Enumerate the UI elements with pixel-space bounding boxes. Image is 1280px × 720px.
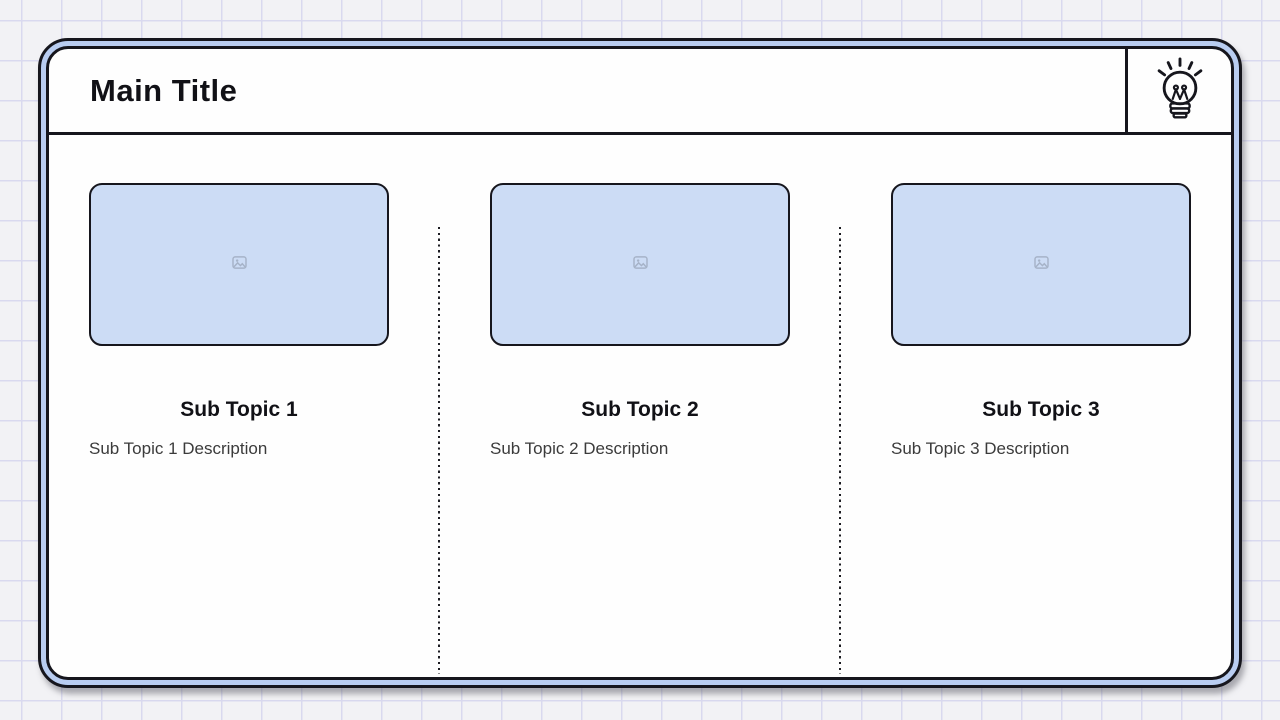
main-title: Main Title	[90, 72, 238, 108]
sub-topic-title: Sub Topic 3	[982, 398, 1100, 421]
slide-body: Sub Topic 1 Sub Topic 1 Description Sub …	[49, 135, 1231, 677]
column-sub-topic-2: Sub Topic 2 Sub Topic 2 Description	[490, 183, 790, 677]
header-icon-box	[1125, 49, 1231, 132]
image-icon	[231, 255, 247, 274]
image-icon	[632, 255, 648, 274]
sub-topic-title: Sub Topic 1	[180, 398, 298, 421]
image-placeholder-1[interactable]	[89, 183, 389, 346]
slide-header: Main Title	[49, 49, 1231, 135]
slide-card-inner: Main Title	[46, 46, 1234, 680]
sub-topic-description: Sub Topic 3 Description	[891, 439, 1070, 458]
image-icon	[1033, 255, 1049, 274]
dotted-divider	[438, 227, 441, 674]
image-placeholder-2[interactable]	[490, 183, 790, 346]
image-placeholder-3[interactable]	[891, 183, 1191, 346]
header-title-area: Main Title	[49, 49, 1125, 132]
column-sub-topic-1: Sub Topic 1 Sub Topic 1 Description	[89, 183, 389, 677]
slide-card: Main Title	[38, 38, 1242, 688]
dotted-divider	[839, 227, 842, 674]
lightbulb-icon	[1151, 57, 1209, 124]
column-sub-topic-3: Sub Topic 3 Sub Topic 3 Description	[891, 183, 1191, 677]
sub-topic-description: Sub Topic 2 Description	[490, 439, 669, 458]
sub-topic-title: Sub Topic 2	[581, 398, 699, 421]
sub-topic-description: Sub Topic 1 Description	[89, 439, 268, 458]
